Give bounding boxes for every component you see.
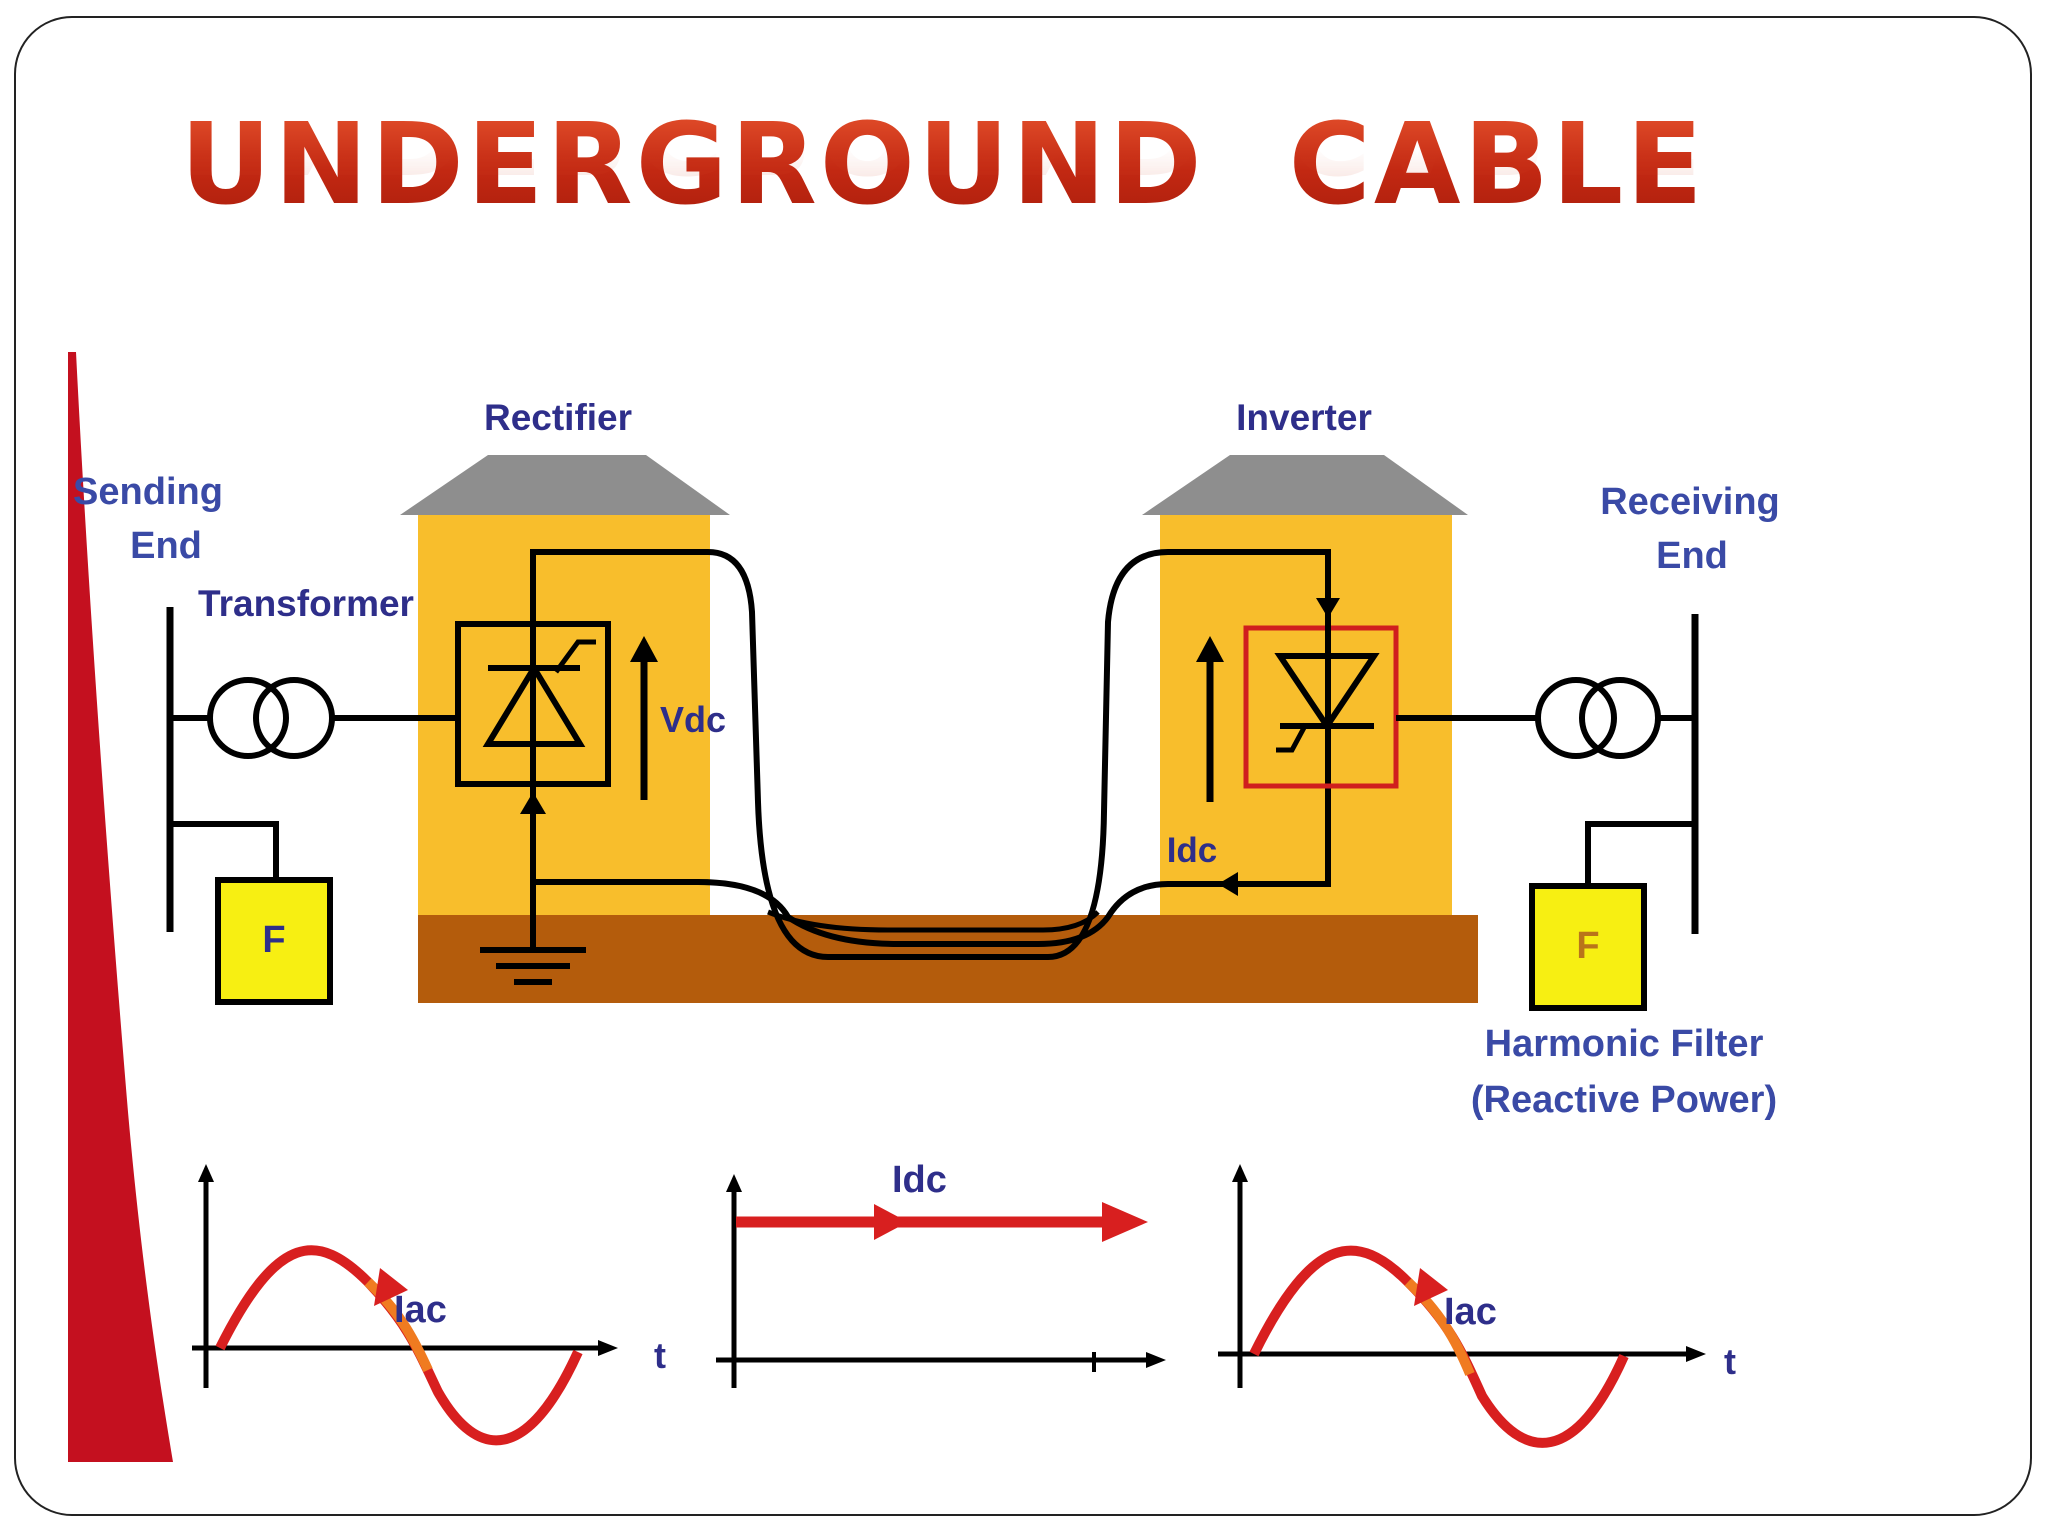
inverter-label: Inverter xyxy=(1236,397,1372,438)
waveform-left-label: Iac xyxy=(394,1289,447,1331)
waveform-right: Iac t xyxy=(1218,1164,1736,1448)
filter-right-label: F xyxy=(1576,925,1599,967)
waveform-right-axis-label: t xyxy=(1724,1341,1736,1382)
filter-box-left xyxy=(215,877,333,1005)
waveform-left-arrowhead xyxy=(374,1268,408,1306)
inverter-valve xyxy=(1243,614,1399,789)
harmonic-filter-label-line2: (Reactive Power) xyxy=(1471,1079,1777,1121)
idc-station-arrowhead xyxy=(1196,636,1224,662)
harmonic-filter-label-line1: Harmonic Filter xyxy=(1485,1023,1764,1065)
slide-title: UNDERGROUND CABLE xyxy=(0,100,1886,230)
sending-end-bus xyxy=(166,607,458,1005)
receiving-end-bus xyxy=(1396,614,1699,1011)
ground-symbol xyxy=(480,784,586,985)
sending-end-label-line2: End xyxy=(130,525,202,567)
vdc-label: Vdc xyxy=(660,699,726,740)
waveform-middle-arrowhead-end xyxy=(1102,1202,1148,1242)
filter-left-label: F xyxy=(262,919,285,961)
dc-cable-return xyxy=(533,762,1331,947)
waveform-middle: Idc xyxy=(716,1159,1166,1388)
filter-box-right xyxy=(1529,883,1647,1011)
cable-arrow-down xyxy=(1316,598,1340,618)
rectifier-label: Rectifier xyxy=(484,397,632,438)
cable-arrow-left xyxy=(1218,872,1238,896)
waveform-middle-label: Idc xyxy=(892,1159,947,1201)
vdc-arrowhead xyxy=(630,636,658,662)
rectifier-station xyxy=(400,455,730,915)
slide-accent-edge xyxy=(68,352,173,1462)
waveform-left-axis-label: t xyxy=(654,1335,666,1376)
waveform-left: Iac t xyxy=(192,1164,666,1446)
dc-cable xyxy=(530,549,1331,960)
inverter-roof xyxy=(1142,455,1468,515)
waveform-left-curve xyxy=(215,1245,583,1446)
dc-cable-return-inner xyxy=(767,909,1100,933)
sending-end-label-line1: Sending xyxy=(73,471,223,513)
rectifier-roof xyxy=(400,455,730,515)
transformer-label: Transformer xyxy=(198,583,414,624)
hvdc-diagram: Rectifier Inverter Sending End Transform… xyxy=(68,352,1924,1462)
receiving-end-label-line2: End xyxy=(1656,535,1728,577)
idc-station-label: Idc xyxy=(1167,831,1218,870)
waveform-right-label: Iac xyxy=(1444,1291,1497,1333)
receiving-end-label-line1: Receiving xyxy=(1600,481,1780,523)
slide-title-reflection: UNDERGROUND CABLE xyxy=(0,148,1886,196)
waveform-right-arrowhead xyxy=(1414,1268,1448,1306)
waveform-right-curve xyxy=(1249,1245,1629,1448)
waveform-middle-arrowhead-mid xyxy=(874,1204,908,1240)
